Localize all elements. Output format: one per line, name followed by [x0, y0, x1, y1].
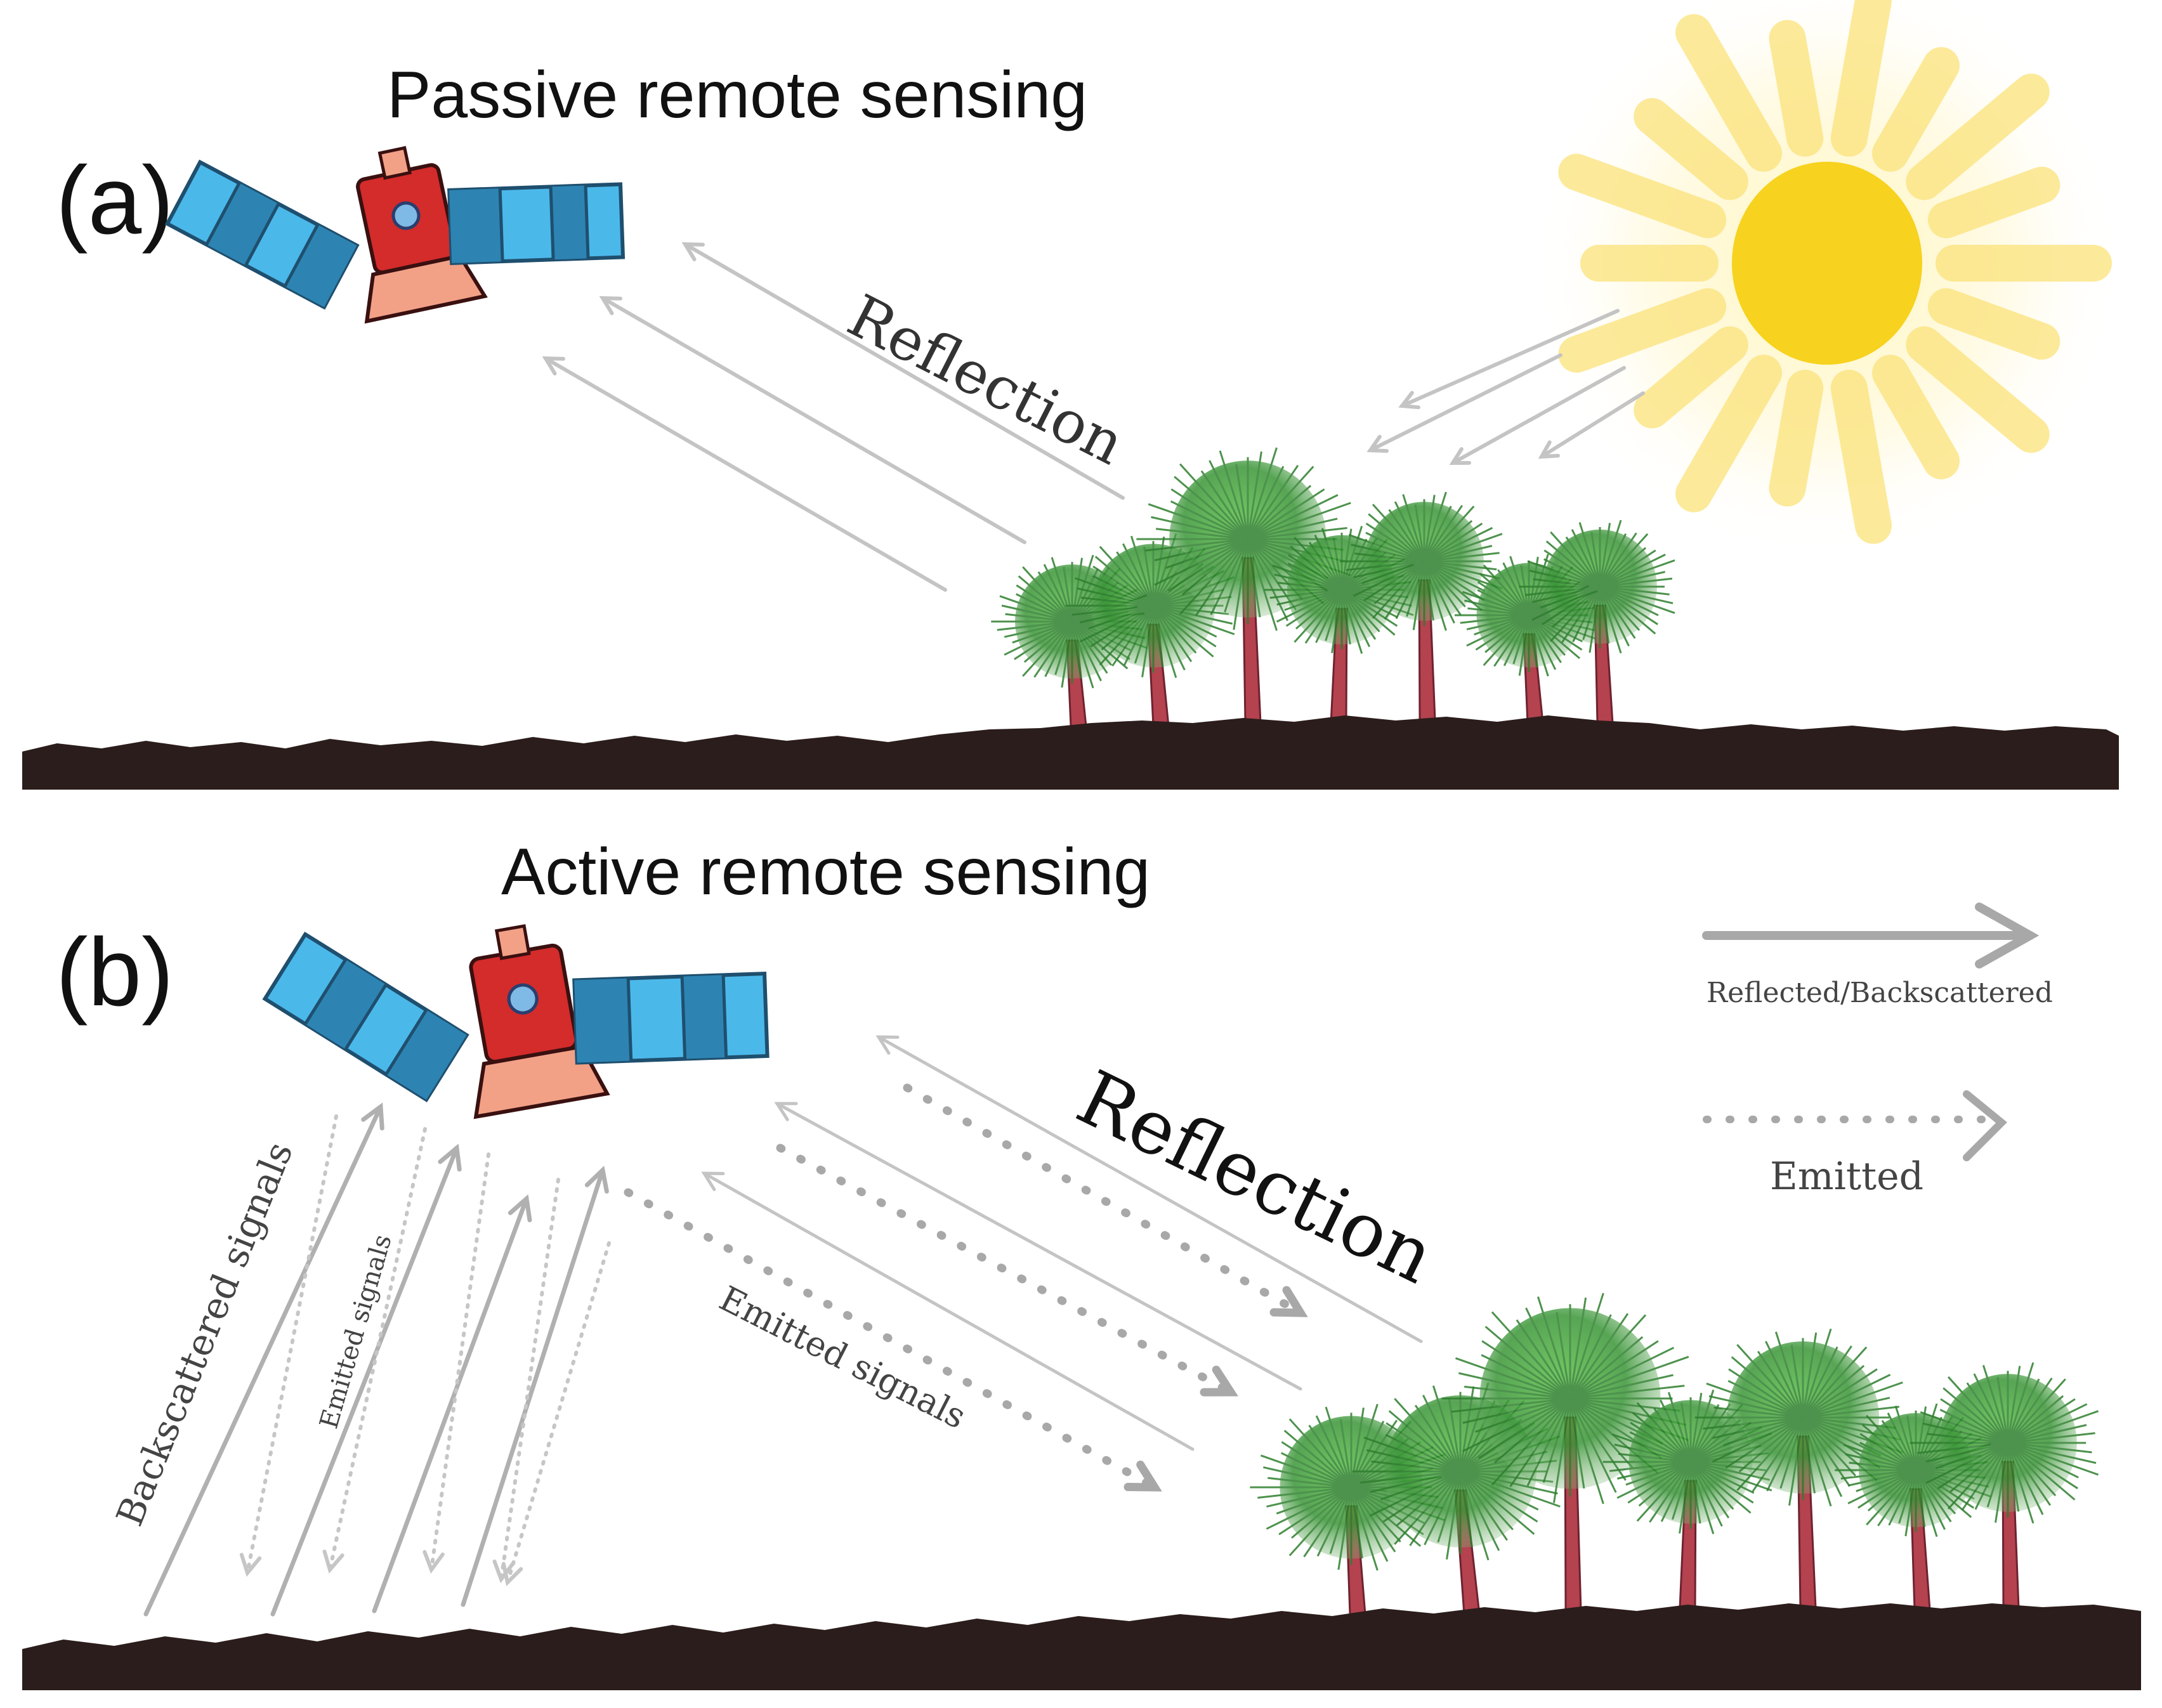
reflection-arrow — [701, 1171, 1195, 1451]
legend: Reflected/Backscattered Emitted — [1702, 903, 2053, 1199]
emitted-arrow — [903, 1083, 1308, 1317]
sun-ray — [1906, 326, 2050, 453]
legend-solid-label: Reflected/Backscattered — [1707, 977, 2053, 1009]
sun-ray — [1634, 326, 1748, 429]
panel-a: (a) Passive remote sensing Reflection — [22, 0, 2125, 790]
reflection-arrow — [681, 242, 1125, 500]
backscattered-arrow — [461, 1166, 609, 1607]
backscattered-arrow — [143, 1102, 384, 1617]
emitted-arrow — [492, 1178, 560, 1584]
sun-ray — [1830, 369, 1892, 544]
sun-ray — [1675, 355, 1782, 512]
solar-panel-right — [572, 971, 770, 1065]
tree-icon — [1339, 492, 1503, 721]
signal-arrows-b — [143, 1035, 1423, 1617]
incoming-sunlight-arrows — [1366, 309, 1645, 466]
sunlight-arrow — [1366, 353, 1563, 453]
sun-icon — [1529, 0, 2125, 561]
legend-dotted-arrow — [1703, 1090, 2007, 1161]
tree-foliage — [1694, 1328, 1903, 1507]
sun-ray — [1769, 20, 1824, 157]
panel-a-title: Passive remote sensing — [387, 58, 1087, 132]
sun-ray — [1675, 14, 1782, 172]
reflection-label-a: Reflection — [837, 282, 1135, 478]
ground-strip-b — [22, 1603, 2141, 1690]
reflection-arrows-a — [542, 242, 1125, 592]
reflection-label-b: Reflection — [1065, 1053, 1448, 1300]
sun-ray — [1634, 98, 1748, 200]
tree-icon — [1519, 519, 1675, 724]
tree-icon — [1441, 1293, 1689, 1612]
solar-panel-right — [447, 182, 626, 265]
backscattered-signals-label: Backscattered signals — [108, 1136, 301, 1532]
sun-ray — [1769, 369, 1824, 507]
emitted-arrow — [322, 1127, 427, 1574]
legend-dotted-label: Emitted — [1770, 1154, 1923, 1199]
tree-icon — [1602, 1389, 1772, 1609]
sunlight-arrow — [1449, 366, 1626, 466]
backscattered-arrow — [372, 1194, 532, 1613]
emitted-arrow — [501, 1241, 611, 1586]
sun-ray — [1906, 74, 2050, 200]
panel-b-title: Active remote sensing — [501, 835, 1150, 909]
emitted-arrow — [624, 1188, 1162, 1492]
tree-group-b — [1250, 1293, 2099, 1615]
tree-foliage — [1519, 519, 1675, 654]
panel-a-label: (a) — [56, 147, 174, 254]
sunlight-arrow — [1398, 309, 1620, 410]
tree-foliage — [1339, 492, 1503, 631]
backscattered-arrow — [270, 1144, 462, 1617]
tree-group-a — [991, 447, 1675, 727]
sun-ray — [1558, 288, 1727, 373]
tree-foliage — [1910, 1362, 2099, 1524]
tree-foliage — [1441, 1293, 1689, 1504]
ground-strip-a — [22, 715, 2119, 790]
sunlight-arrow — [1538, 391, 1645, 459]
emitted-arrow — [239, 1114, 338, 1577]
sun-ray — [1558, 153, 1727, 238]
tree-foliage — [1602, 1389, 1772, 1535]
solar-panel-left — [262, 931, 469, 1102]
sun-ray — [1872, 47, 1960, 172]
panel-b-label: (b) — [56, 918, 174, 1026]
reflection-arrow — [599, 296, 1026, 544]
emitted-arrow — [776, 1144, 1238, 1397]
tree-icon — [1694, 1328, 1903, 1609]
solar-panel-left — [164, 159, 360, 310]
reflection-arrow — [774, 1102, 1302, 1391]
panel-b: (b) Active remote sensing Reflected/Back… — [22, 835, 2141, 1690]
emitted-arrow — [423, 1152, 490, 1574]
satellite-icon — [262, 924, 770, 1119]
sun-ray — [1927, 166, 2060, 238]
satellite-icon — [164, 146, 626, 324]
sun-ray — [1830, 0, 1892, 157]
sun-ray — [1872, 355, 1960, 479]
tree-icon — [1910, 1362, 2099, 1609]
legend-solid-arrow — [1702, 903, 2040, 968]
reflection-arrow — [542, 356, 947, 592]
reflection-arrow — [875, 1035, 1423, 1343]
sun-ray — [1927, 288, 2060, 360]
